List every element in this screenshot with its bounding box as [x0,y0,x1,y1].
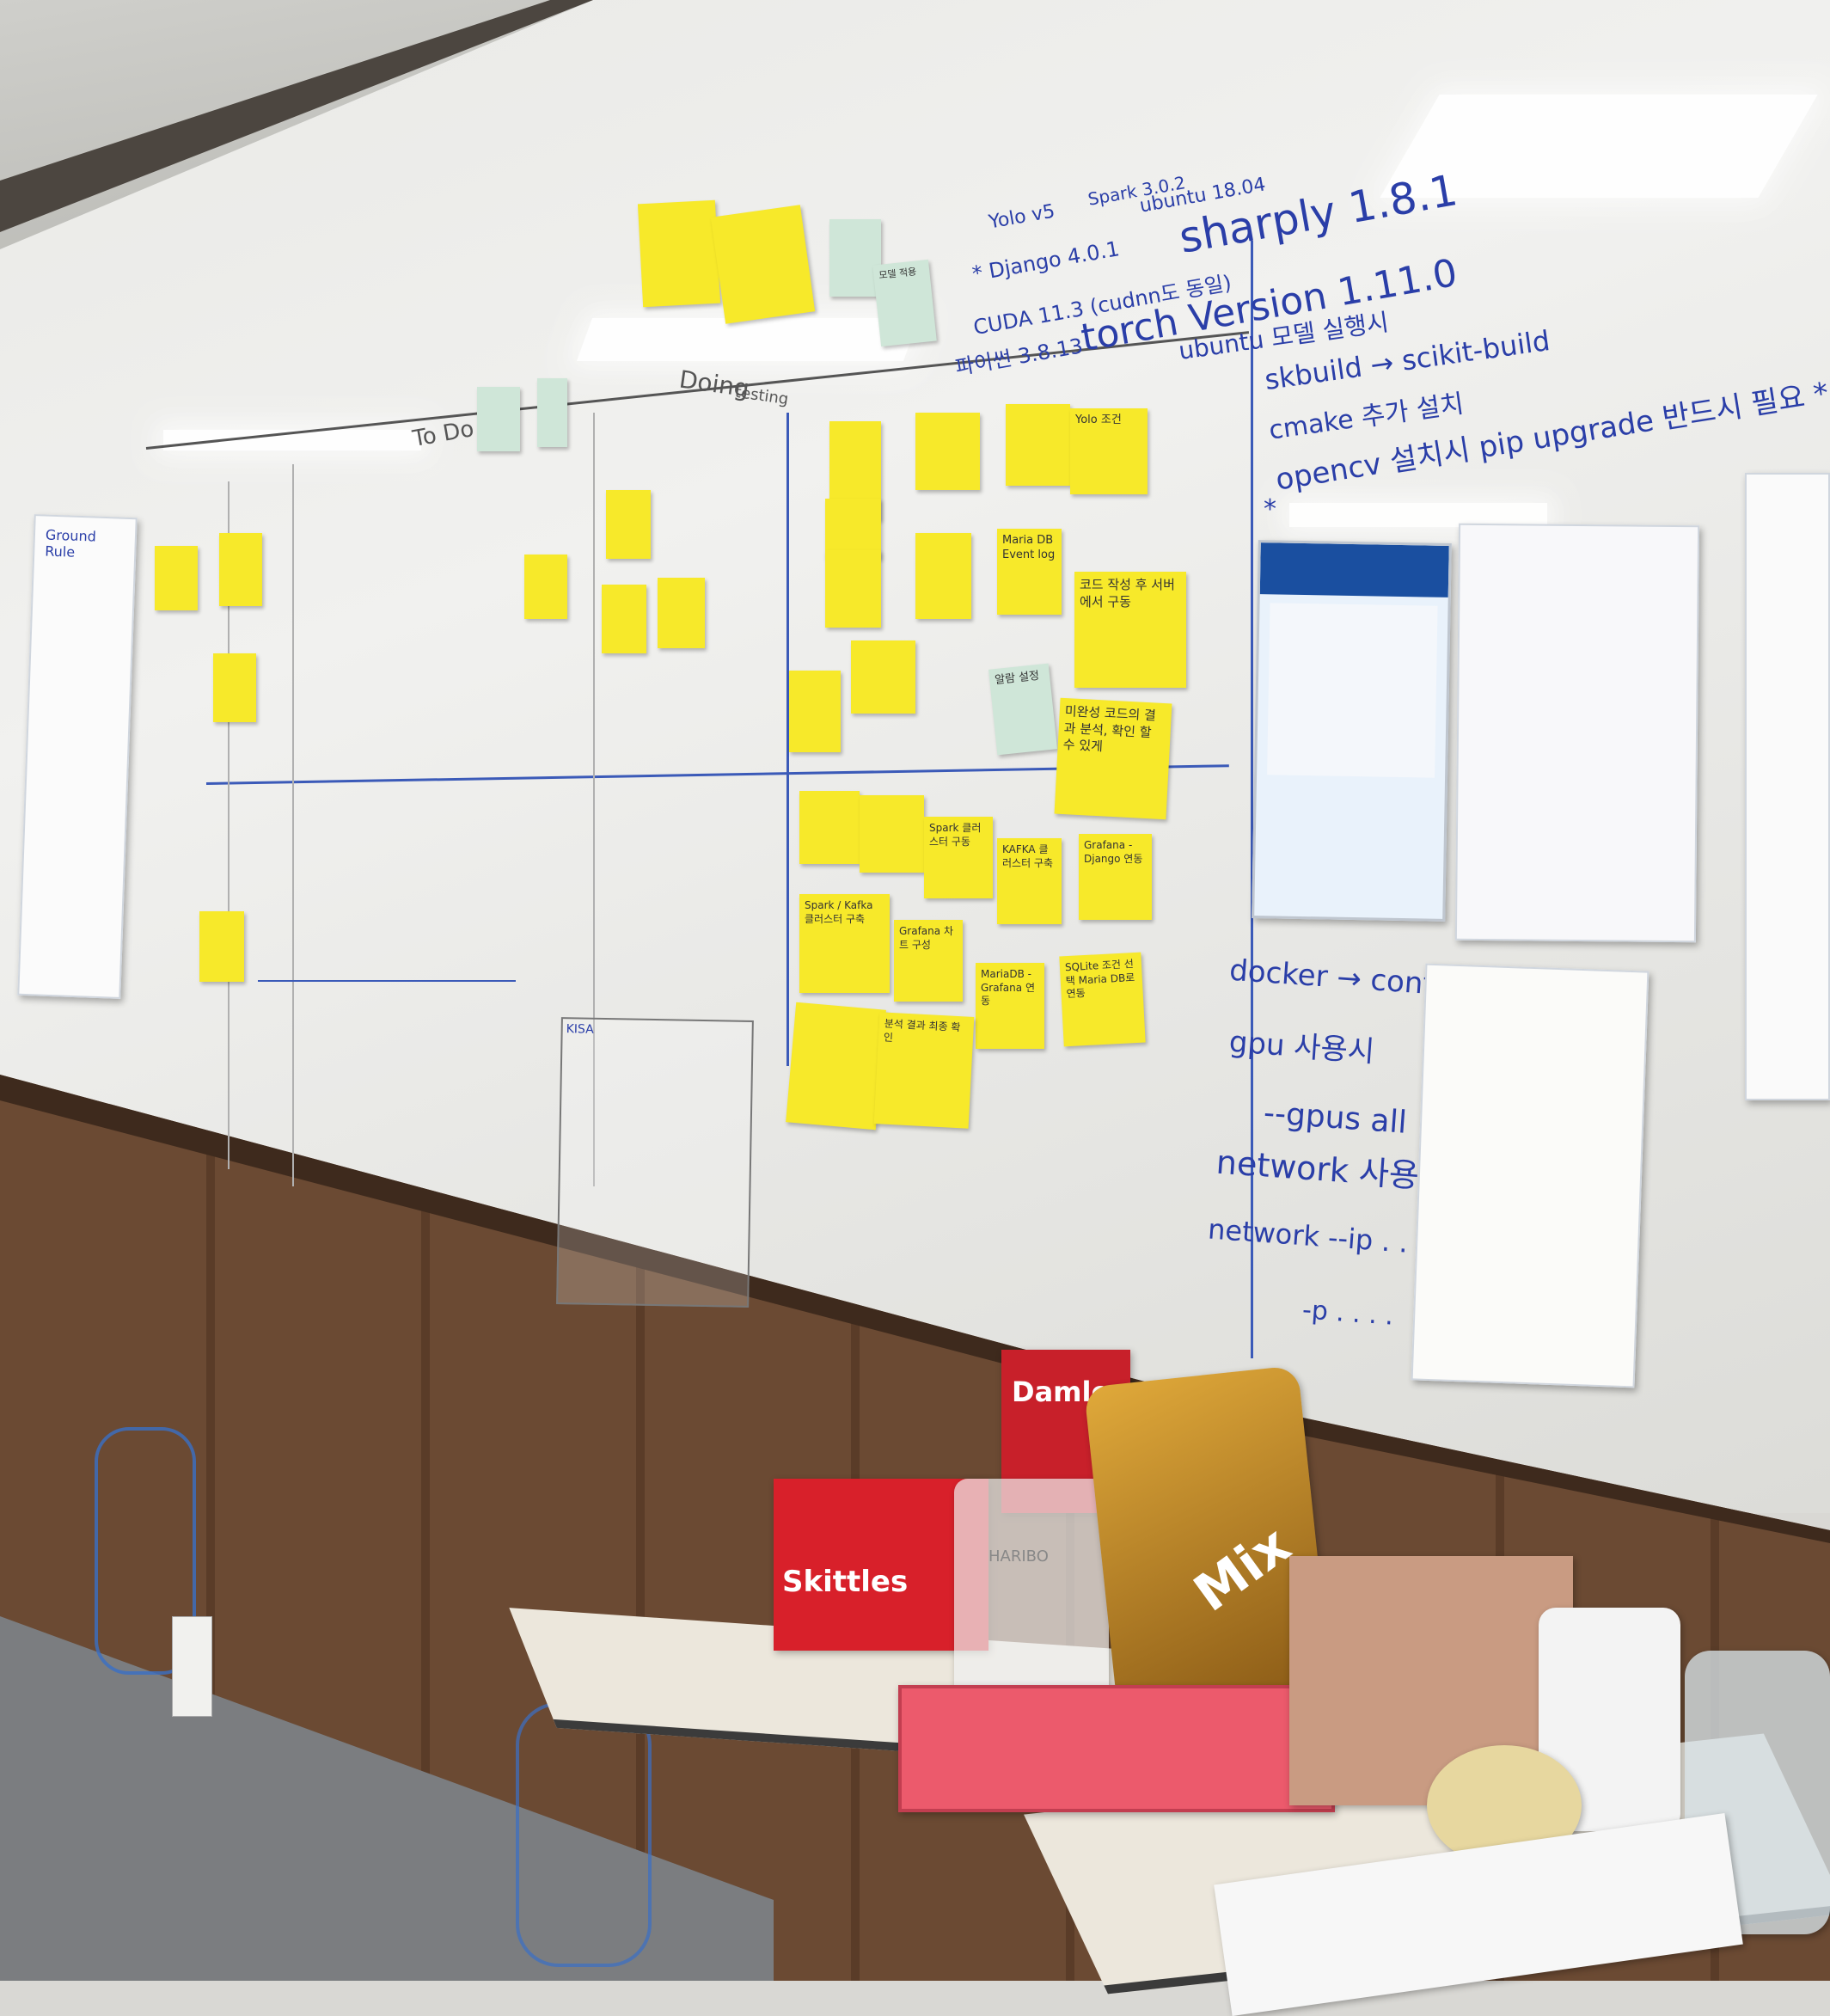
sticky-note [606,490,651,559]
column-divider-line [593,413,595,1186]
sticky-note [155,546,198,610]
sticky-note [710,205,816,324]
sticky-note [637,199,721,308]
sticky-note [860,795,924,873]
ground-rule-title: Ground Rule [44,526,97,561]
sticky-note [786,1002,886,1131]
sticky-note [829,219,881,297]
note-star: * [1264,494,1276,524]
skittles-box: Skittles [774,1479,988,1651]
wall-outlet [172,1616,212,1717]
sticky-note [789,671,841,752]
covid-poster [1252,540,1452,922]
sticky-note [851,640,915,714]
skittles-label: Skittles [782,1565,909,1599]
sticky-maria-event: Maria DB Event log [997,529,1062,615]
ground-rule-sheet: Ground Rule [17,514,138,999]
sticky-note [219,533,262,606]
sticky-maria-grafana: MariaDB - Grafana 연동 [976,963,1044,1049]
sticky-spark-kafka: Spark / Kafka 클러스터 구축 [799,894,890,993]
sticky-note [537,378,567,447]
sticky-note [915,533,971,619]
sticky-note [825,499,881,559]
chocolate-tray [898,1685,1335,1812]
poster-body [1267,603,1438,778]
notice-sheet-lower [1411,963,1649,1388]
light-reflection [576,318,920,361]
sticky-yolo: Yolo 조건 [1070,408,1148,494]
cable-bundle [516,1702,652,1967]
sticky-note [199,911,244,982]
sticky-green-top: 모델 적용 [872,259,937,347]
sticky-sqlite: SQLite 조건 선택 Maria DB로 연동 [1059,952,1146,1047]
sticky-result: 분석 결과 최종 확인 [873,1012,975,1129]
column-divider-line [1251,241,1253,1358]
sticky-note [915,413,980,490]
sticky-yellow-big: 코드 작성 후 서버에서 구동 [1074,572,1186,688]
poster-header [1259,542,1449,597]
sticky-alarm-green: 알람 설정 [988,663,1058,756]
column-divider-line [228,481,230,1169]
handwritten-notes [258,980,516,1111]
column-divider-line [292,464,294,1186]
kisa-table-header: KISA [566,1022,594,1037]
cable-bundle [95,1427,196,1675]
sticky-note [1006,404,1070,486]
haribo-label: HARIBO [988,1547,1049,1566]
sticky-note [658,578,705,648]
sticky-note [602,585,646,653]
haribo-jar: HARIBO [954,1479,1109,1702]
sticky-spark-cluster: Spark 클러스터 구동 [924,817,993,898]
light-reflection [1289,503,1547,527]
notice-sheet [1454,523,1700,943]
side-sign [1745,473,1830,1100]
sticky-note [825,550,881,628]
sticky-note [524,555,567,619]
kisa-table: KISA [556,1017,754,1308]
docker-line-6: -p . . . . [1301,1295,1395,1332]
sticky-note [213,653,256,722]
sticky-yellow-big-2: 미완성 코드의 결과 분석, 확인 할 수 있게 [1054,697,1172,820]
sticky-grafana-django: Grafana - Django 연동 [1079,834,1152,920]
sticky-kafka: KAFKA 클러스터 구축 [997,838,1062,924]
sticky-grafana-chart: Grafana 차트 구성 [894,920,963,1002]
sticky-note [477,387,520,451]
sticky-note [799,791,860,864]
column-divider-line [786,413,789,1066]
